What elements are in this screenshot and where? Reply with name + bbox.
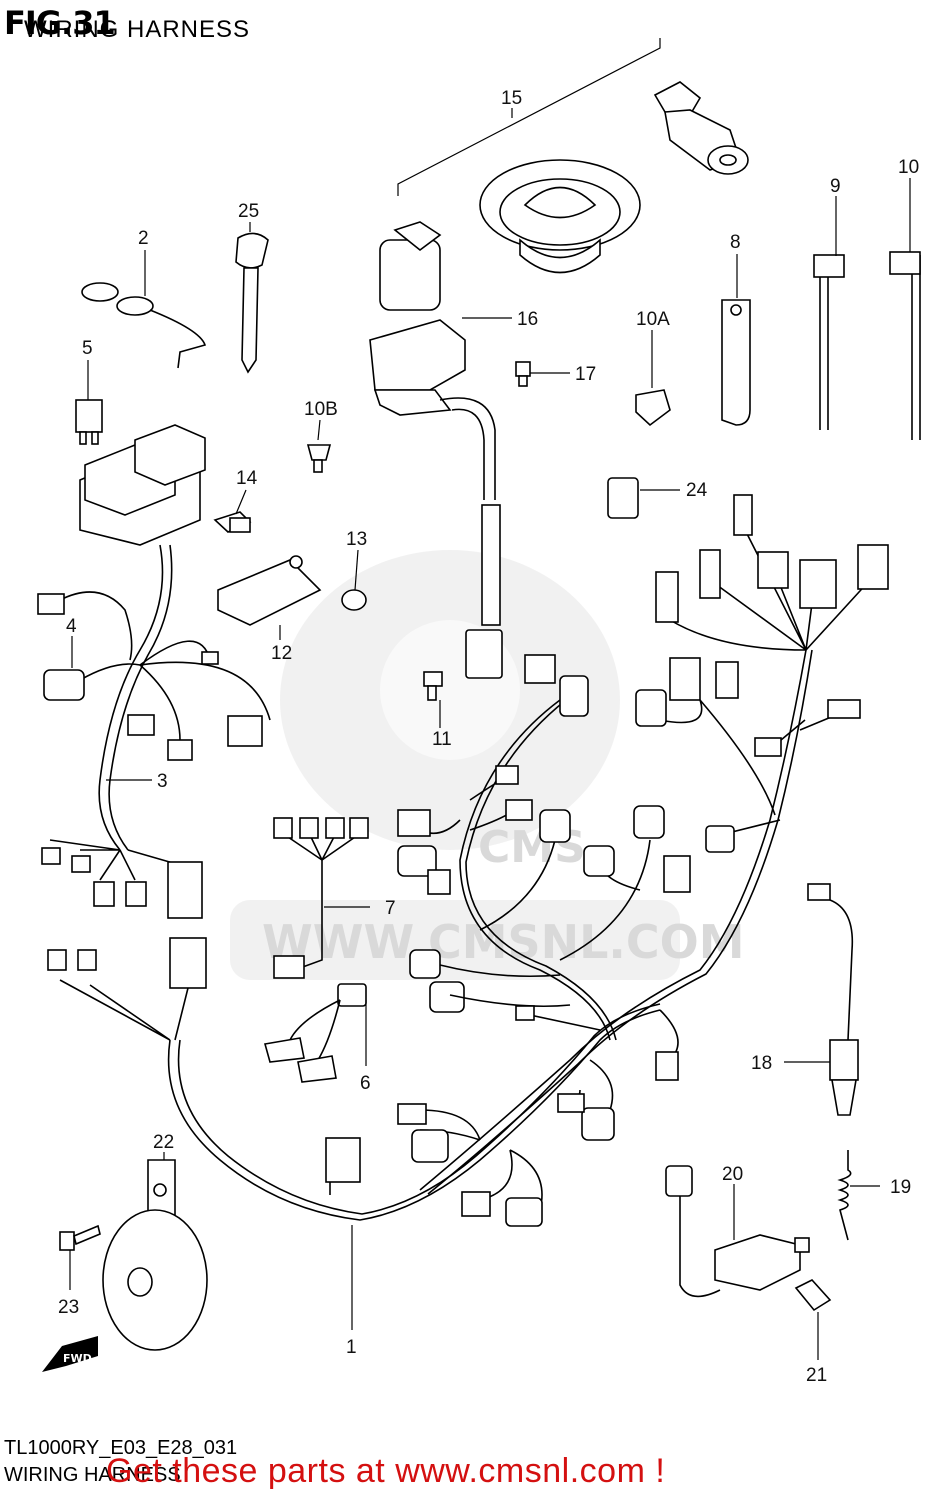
fuel-cap (479, 159, 641, 274)
figure-number: FIG.31 (4, 4, 116, 42)
callout-8: 8 (730, 232, 741, 253)
center-subharness (397, 654, 691, 1041)
callout-10: 10 (898, 157, 919, 178)
callout-19: 19 (890, 1177, 911, 1198)
clamps (635, 251, 921, 440)
callout-4: 4 (66, 616, 77, 637)
callout-1: 1 (346, 1337, 357, 1358)
callout-11: 11 (432, 729, 452, 750)
callout-2: 2 (138, 228, 149, 249)
footer-title: WIRING HARNESS (4, 1464, 181, 1486)
callout-18: 18 (751, 1053, 772, 1074)
left-subharness (37, 544, 271, 919)
watermark: WWW.CMSNL.COM CMS (230, 550, 745, 980)
oxygen-sensor (807, 883, 859, 1116)
spring (837, 1150, 852, 1241)
fasteners (306, 361, 531, 701)
fwd-label: FWD (63, 1352, 92, 1365)
key (235, 232, 269, 374)
callout-24: 24 (686, 480, 708, 501)
right-subharness (419, 494, 889, 1195)
figure-title: WIRING HARNESS (24, 16, 251, 43)
callout-10a: 10A (636, 309, 670, 330)
subharness-7 (273, 817, 369, 979)
horn (102, 1159, 208, 1351)
main-harness (47, 937, 679, 1227)
cta-link[interactable]: Get these parts at www.cmsnl.com ! (106, 1452, 666, 1490)
leader-lines (69, 178, 911, 1360)
fuse-box (79, 424, 206, 546)
item-15-bracket (397, 38, 661, 196)
callout-20: 20 (722, 1164, 743, 1185)
fwd-arrow: FWD (42, 1336, 98, 1372)
callout-25: 25 (238, 201, 259, 222)
callout-6: 6 (360, 1073, 371, 1094)
callout-5: 5 (82, 338, 93, 359)
callout-16: 16 (517, 309, 538, 330)
callout-12: 12 (271, 643, 292, 664)
side-stand-switch (665, 1165, 810, 1298)
model-code: TL1000RY_E03_E28_031 (4, 1437, 238, 1459)
lock-cylinder (653, 81, 749, 175)
fuse (75, 399, 103, 445)
callout-7: 7 (385, 898, 396, 919)
subharness-6 (263, 983, 367, 1083)
callout-13: 13 (346, 529, 367, 550)
callouts: 15 2 25 5 16 17 10A 8 9 10 10B 14 24 13 … (58, 88, 919, 1386)
mount-bracket (213, 511, 367, 626)
callout-22: 22 (153, 1132, 174, 1153)
clip (81, 282, 207, 369)
callout-17: 17 (575, 364, 596, 385)
callout-10b: 10B (304, 399, 338, 420)
callout-9: 9 (830, 176, 841, 197)
connector-cap (607, 477, 639, 519)
callout-21: 21 (806, 1365, 827, 1386)
bolt (59, 1224, 101, 1251)
callout-3: 3 (157, 771, 168, 792)
callout-15: 15 (501, 88, 522, 109)
ignition-switch (369, 221, 503, 679)
bolt-21 (794, 1279, 832, 1312)
callout-23: 23 (58, 1297, 79, 1318)
callout-14: 14 (236, 468, 258, 489)
